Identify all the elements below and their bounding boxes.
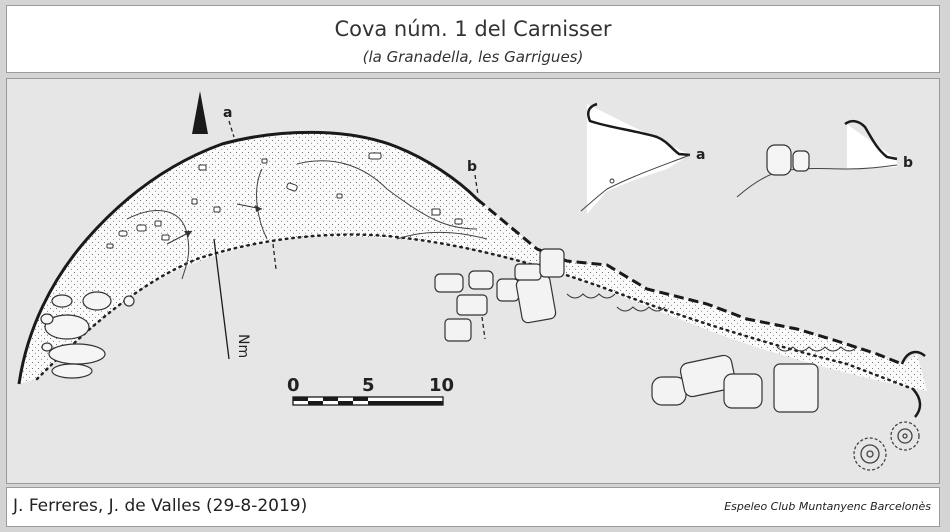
section-b-label: b	[467, 159, 477, 175]
cave-floor	[19, 132, 927, 391]
boulders-outside	[434, 248, 819, 413]
slope-arrow-1-head	[255, 205, 262, 212]
section-a-tick	[228, 120, 235, 138]
club-credit: Espeleo Club Muntanyenc Barcelonès	[724, 500, 931, 513]
scale-label-10: 10	[429, 375, 454, 396]
profile-a-label: a	[696, 147, 705, 163]
cave-map: Nm a b a b	[6, 78, 940, 484]
profile-b-label: b	[903, 155, 913, 171]
profile-b	[736, 119, 898, 198]
talus-line-1	[296, 160, 478, 230]
section-b-tick	[474, 174, 479, 196]
cave-wall-solid	[17, 130, 479, 385]
title-box: Cova núm. 1 del Carnisser (la Granadella…	[6, 5, 940, 73]
cave-plan-drawing: Nm a b a b	[17, 91, 927, 471]
floor-break-2	[481, 316, 486, 340]
talus-line-4	[396, 231, 488, 240]
map-title: Cova núm. 1 del Carnisser	[334, 17, 612, 41]
scale-bar	[292, 396, 444, 406]
footer: J. Ferreres, J. de Valles (29-8-2019) Es…	[6, 487, 940, 527]
section-a-label: a	[223, 105, 232, 121]
north-arrow	[192, 91, 230, 360]
scale-label-0: 0	[287, 375, 300, 396]
slope-arrow-2-head	[184, 231, 192, 237]
bushes	[853, 421, 920, 471]
scale-label-5: 5	[362, 375, 375, 396]
scalloped-edge	[566, 293, 858, 352]
north-label: Nm	[235, 334, 251, 358]
map-subtitle: (la Granadella, les Garrigues)	[362, 48, 584, 66]
profile-a	[580, 102, 691, 214]
pebbles	[106, 152, 463, 249]
boulders-left	[40, 291, 135, 379]
talus-line-2	[256, 168, 268, 240]
floor-break-1	[272, 243, 277, 270]
authors-credit: J. Ferreres, J. de Valles (29-8-2019)	[13, 496, 308, 516]
cave-entrance-wall	[900, 350, 926, 418]
